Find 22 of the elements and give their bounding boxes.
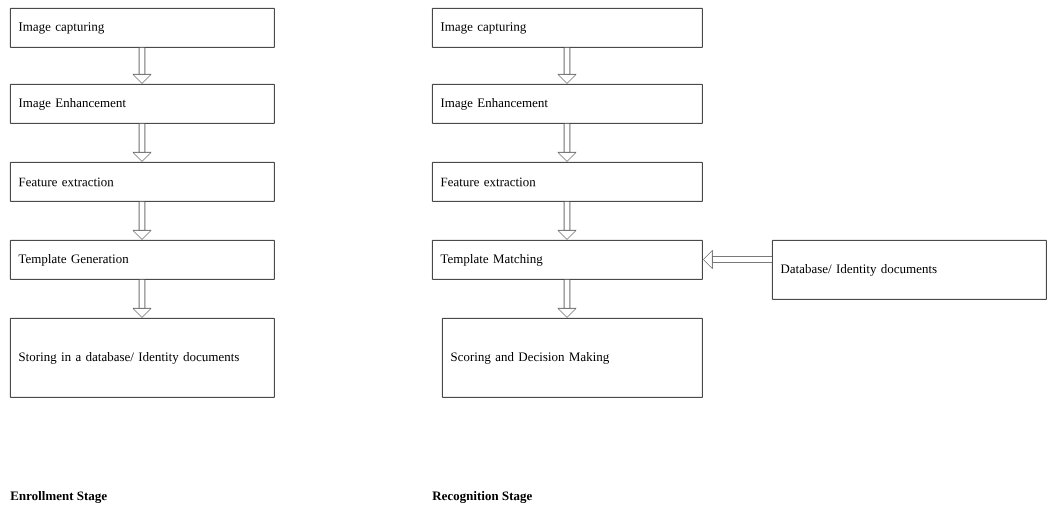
process-box: Feature extraction (10, 162, 275, 202)
arrow (132, 279, 152, 318)
process-box: Image capturing (10, 8, 275, 48)
arrow (132, 47, 152, 84)
arrow (132, 201, 152, 240)
stage-label: Recognition Stage (432, 491, 532, 503)
arrow (132, 123, 152, 162)
stage-label: Enrollment Stage (10, 491, 107, 503)
arrow (557, 123, 577, 162)
process-box: Feature extraction (432, 162, 703, 202)
arrow (557, 279, 577, 318)
process-box: Image Enhancement (432, 84, 703, 124)
process-box: Scoring and Decision Making (442, 318, 703, 398)
process-box: Image Enhancement (10, 84, 275, 124)
process-box: Image capturing (432, 8, 703, 48)
process-box: Template Matching (432, 240, 703, 280)
process-box: Storing in a database/ Identity documents (10, 318, 275, 398)
arrow (703, 250, 772, 269)
arrow (557, 47, 577, 84)
process-box: Template Generation (10, 240, 275, 280)
arrow (557, 201, 577, 240)
process-box: Database/ Identity documents (772, 240, 1047, 300)
